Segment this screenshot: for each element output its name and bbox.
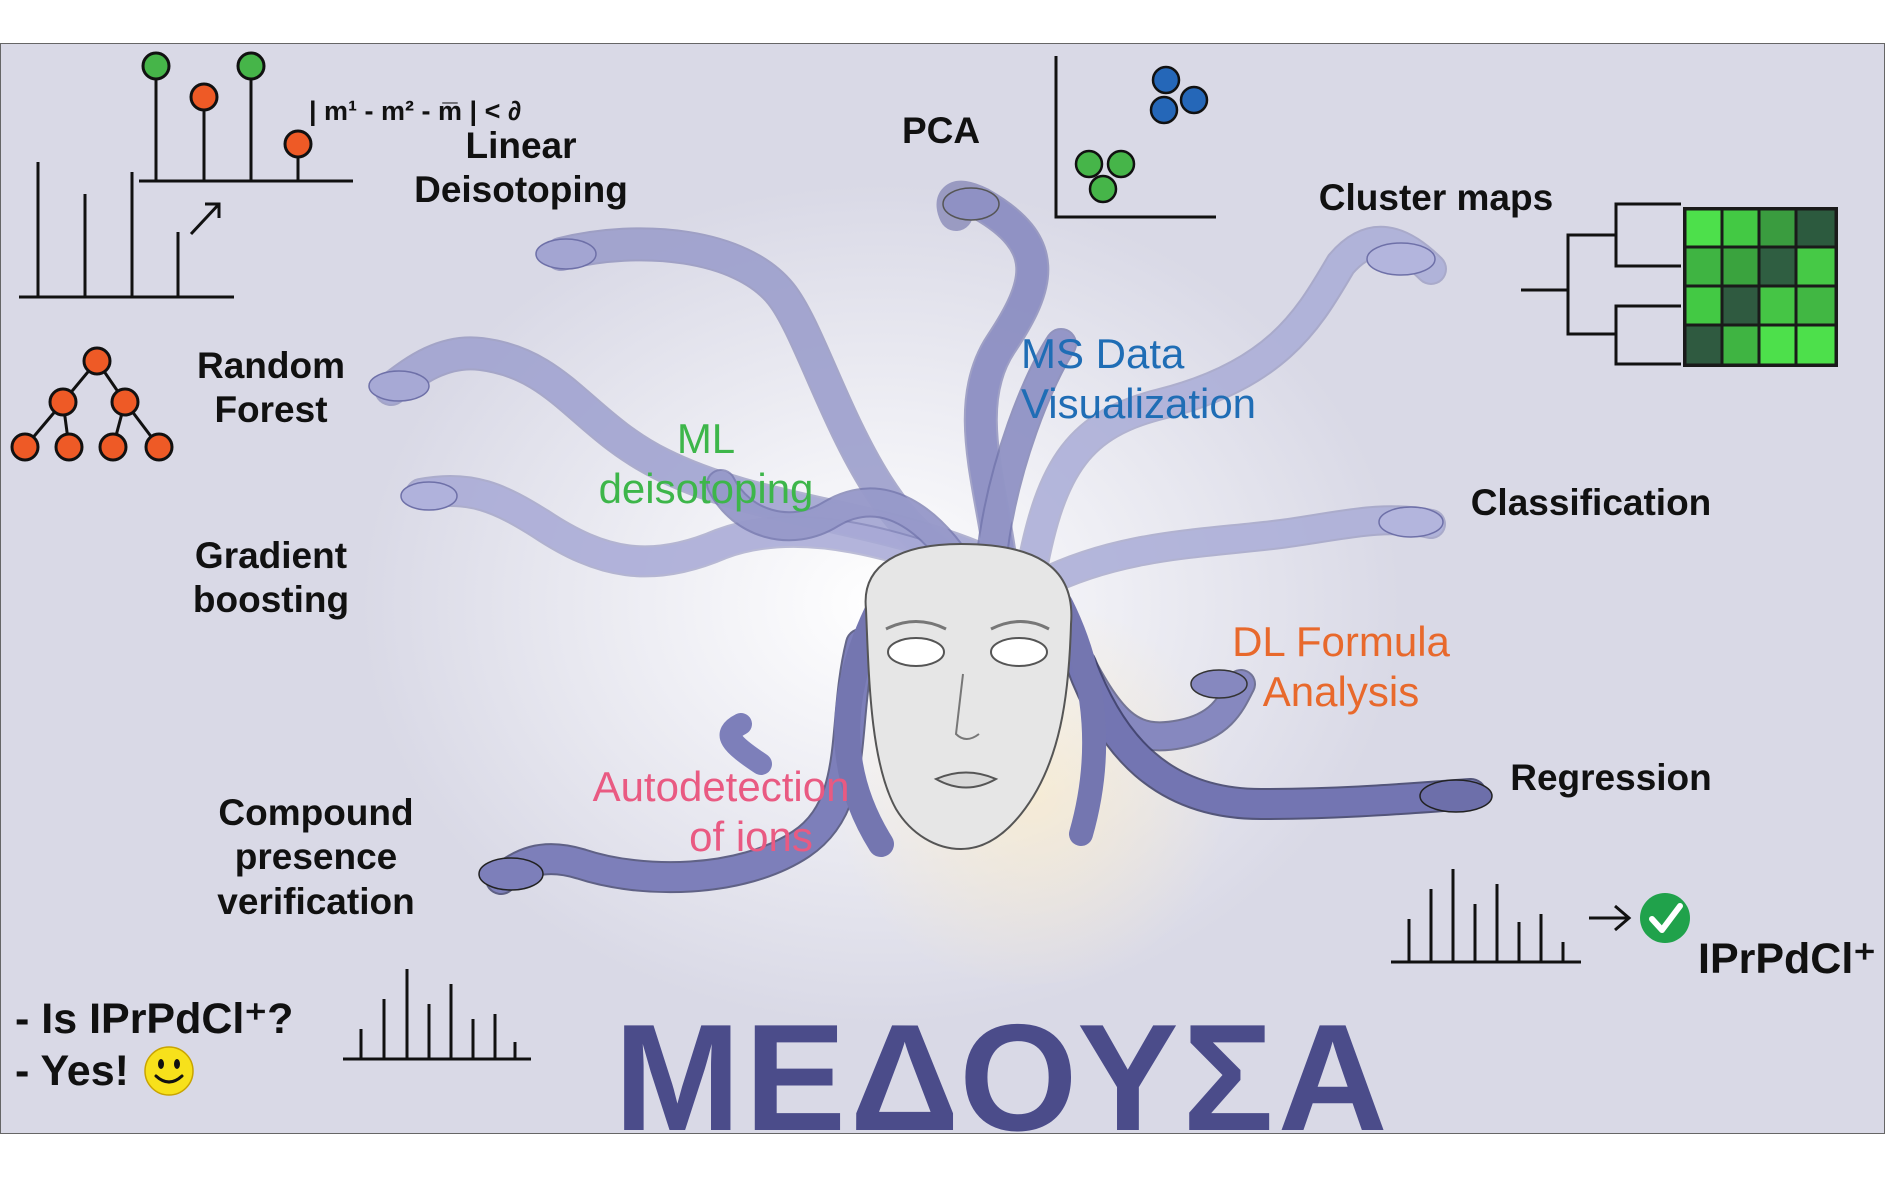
label-line: MS Data: [1021, 330, 1185, 377]
medusa-face-icon: [864, 542, 1073, 851]
deisotoping-formula: | m¹ - m² - m̅ | < ∂: [309, 96, 522, 126]
heatmap-cells: [1683, 207, 1838, 367]
snake-regression: [1065, 648, 1493, 821]
spectrum-icon: [343, 969, 531, 1061]
label-line: Forest: [214, 389, 328, 431]
label-regression: Regression: [1510, 757, 1712, 798]
label-linear-deisotoping: Linear Deisotoping: [396, 124, 646, 213]
label-line: Gradient: [194, 535, 348, 576]
label-line: Random: [197, 345, 345, 386]
snake-ml-deisotoping: [706, 469, 986, 599]
title-medusa: ΜΕΔΟΥΣΑ: [614, 993, 1392, 1134]
label-line: deisotoping: [598, 465, 814, 513]
label-classification: Classification: [1470, 482, 1712, 523]
label-cluster-maps: Cluster maps: [1318, 177, 1554, 218]
label-line: ML: [676, 415, 736, 462]
label-line: Compound: [218, 792, 414, 833]
label-random-forest: Random Forest: [171, 344, 371, 433]
label-line: Visualization: [1021, 380, 1257, 428]
checkmark-icon: [1640, 893, 1690, 943]
label-line: Linear: [465, 125, 577, 166]
label-line: Autodetection: [592, 763, 850, 810]
head-ms-data-visualization: MS Data Visualization: [1021, 329, 1321, 430]
diagram-artwork: [10, 51, 1838, 1096]
spectrum-arrow-icon: [19, 162, 234, 299]
label-line: DL Formula: [1232, 618, 1450, 665]
question-text: - Is IPrPdCl⁺?: [15, 995, 294, 1043]
answer-text: - Yes!: [15, 1047, 129, 1095]
label-line: Analysis: [1262, 668, 1420, 716]
head-ml-deisotoping: ML deisotoping: [571, 414, 841, 515]
diagram-panel: | m¹ - m² - m̅ | < ∂ Linear Deisotoping …: [0, 43, 1885, 1134]
pca-scatter-icon: [1054, 56, 1216, 219]
head-autodetection-of-ions: Autodetection of ions: [556, 762, 886, 863]
regression-spectrum-icon: [1391, 869, 1581, 964]
snake-ms-visualization: [975, 328, 1077, 580]
snake-cluster-maps: [1015, 225, 1447, 590]
label-line: presence: [234, 836, 398, 878]
decision-tree-icon: [10, 346, 174, 462]
label-line: of ions: [689, 813, 813, 861]
snake-classification: [1026, 505, 1446, 599]
snake-random-forest: [368, 336, 1008, 581]
label-gradient-boosting: Gradient boosting: [171, 534, 371, 623]
lollipop-spectrum-icon: [139, 51, 353, 183]
smiley-icon: [144, 1046, 194, 1096]
head-dl-formula-analysis: DL Formula Analysis: [1201, 617, 1481, 718]
label-compound-presence: Compound presence verification: [191, 791, 441, 924]
label-line: Deisotoping: [414, 169, 628, 211]
label-pca: PCA: [901, 110, 981, 151]
dendrogram-heatmap-icon: [1521, 202, 1838, 367]
label-line: verification: [217, 880, 415, 922]
result-formula: IPrPdCl⁺: [1698, 935, 1877, 983]
label-line: boosting: [192, 579, 350, 621]
snakes: [368, 180, 1493, 895]
arrow-right-icon: [1589, 904, 1632, 932]
snake-gradient-boosting: [400, 474, 1017, 600]
